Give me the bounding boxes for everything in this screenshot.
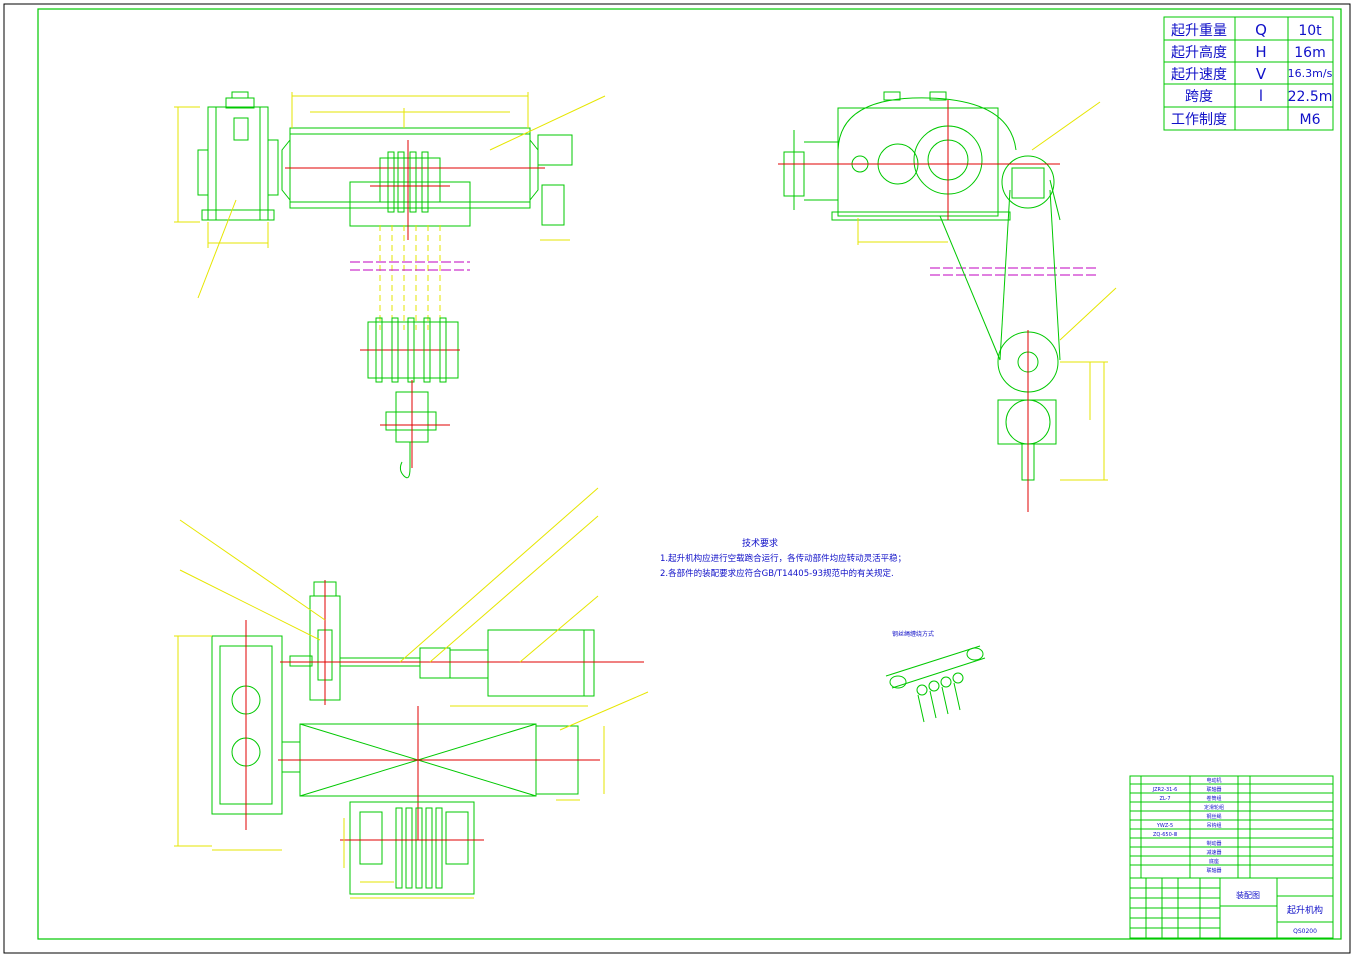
param-name-2: 起升高度	[1171, 44, 1227, 61]
inner-frame	[37, 8, 1342, 940]
bom-table: JZR2-31-6 ZL-7 YWZ-5 ZQ-650-Ⅲ 电动机 联轴器 卷筒…	[1129, 775, 1334, 879]
bom-spec-8: YWZ-5	[1156, 823, 1173, 829]
part-name: 起升机构	[1287, 904, 1323, 916]
param-symbol-4: l	[1259, 87, 1263, 105]
drawing-type: 装配图	[1236, 890, 1260, 900]
param-name-4: 跨度	[1185, 89, 1213, 105]
bom-name-6: 吊钩组	[1206, 822, 1221, 829]
bom-name-4: 定滑轮组	[1204, 804, 1224, 811]
param-value-3: 16.3m/s	[1288, 67, 1333, 80]
tech-req-item-2: 2.各部件的装配要求应符合GB/T14405-93规范中的有关规定.	[660, 568, 894, 579]
tech-req-title: 技术要求	[742, 537, 778, 549]
param-name-5: 工作制度	[1171, 112, 1227, 128]
rope-winding-label: 钢丝绳缠绕方式	[892, 630, 934, 638]
top-view	[174, 487, 649, 899]
param-symbol-3: V	[1256, 65, 1267, 83]
bom-name-5: 钢丝绳	[1206, 813, 1221, 820]
params-table: 起升重量 Q 10t 起升高度 H 16m 起升速度 V 16.3m/s 跨度 …	[1163, 16, 1334, 131]
param-value-5: M6	[1300, 112, 1321, 128]
rope-winding-detail: 钢丝绳缠绕方式	[885, 630, 986, 723]
title-block: 装配图 起升机构 QS0200	[1129, 877, 1334, 939]
bom-name-1: 电动机	[1206, 777, 1221, 784]
param-value-1: 10t	[1298, 23, 1322, 39]
side-view	[778, 91, 1117, 512]
bom-name-8: 制动器	[1206, 840, 1221, 847]
bom-spec-9: ZQ-650-Ⅲ	[1153, 832, 1177, 838]
bom-name-10: 底座	[1209, 858, 1219, 865]
param-name-1: 起升重量	[1171, 23, 1227, 39]
tech-req-item-1: 1.起升机构应进行空载跑合运行，各传动部件均应转动灵活平稳；	[660, 553, 906, 564]
param-symbol-1: Q	[1255, 21, 1267, 39]
bom-spec-2: ZL-7	[1159, 796, 1170, 802]
param-name-3: 起升速度	[1171, 67, 1227, 83]
motor-top	[487, 629, 585, 697]
drawing-number: QS0200	[1293, 928, 1317, 935]
bom-spec-1: JZR2-31-6	[1152, 787, 1178, 793]
bom-name-2: 联轴器	[1206, 786, 1221, 793]
outer-border	[3, 3, 1351, 954]
hook-block	[360, 317, 460, 479]
rope-lines	[350, 225, 470, 330]
sheaves-upper	[370, 151, 450, 213]
param-value-2: 16m	[1294, 45, 1325, 61]
fixed-pulley-block	[349, 801, 475, 895]
tech-requirements: 技术要求 1.起升机构应进行空载跑合运行，各传动部件均应转动灵活平稳； 2.各部…	[660, 537, 906, 579]
hook-icon	[399, 442, 411, 479]
drum-assembly-front	[281, 92, 606, 241]
bom-name-3: 卷筒组	[1206, 795, 1221, 802]
param-value-4: 22.5m	[1288, 89, 1333, 105]
param-symbol-2: H	[1255, 43, 1266, 61]
reducer-side-view	[174, 91, 279, 299]
bom-name-9: 减速器	[1206, 849, 1221, 856]
reducer-top	[211, 635, 283, 815]
bom-name-11: 联轴器	[1206, 867, 1221, 874]
front-view	[174, 91, 606, 479]
